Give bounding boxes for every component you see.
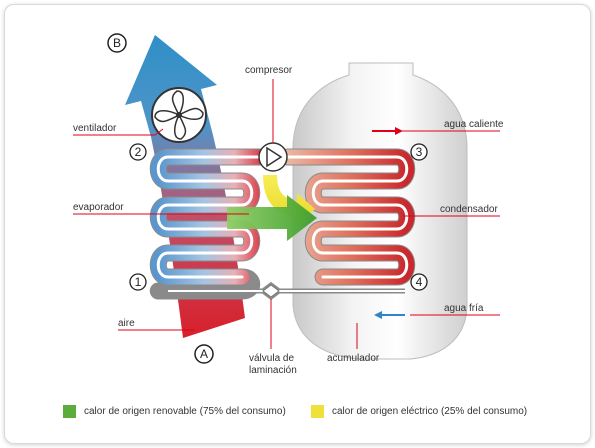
svg-text:2: 2 — [135, 145, 142, 159]
condenser-coil — [279, 148, 416, 286]
label-valvula-1: válvula de — [249, 353, 294, 364]
svg-text:3: 3 — [416, 145, 423, 159]
svg-text:1: 1 — [135, 275, 142, 289]
svg-text:4: 4 — [416, 275, 423, 289]
heat-pump-diagram: compresor ventilador evaporador aire vál… — [73, 33, 504, 376]
renewable-heat-arrow — [227, 195, 317, 241]
legend-item-renewable: calor de origen renovable (75% del consu… — [63, 405, 286, 418]
marker-3: 3 — [410, 143, 428, 161]
cold-water-arrow — [374, 311, 405, 319]
label-ventilador: ventilador — [73, 123, 117, 134]
marker-1: 1 — [129, 273, 147, 291]
label-agua-caliente: agua caliente — [444, 119, 504, 130]
label-agua-fria: agua fría — [444, 303, 484, 314]
legend: calor de origen renovable (75% del consu… — [5, 397, 590, 427]
legend-item-electric: calor de origen eléctrico (25% del consu… — [311, 405, 527, 418]
marker-2: 2 — [129, 143, 147, 161]
marker-B: B — [107, 33, 127, 53]
legend-text-renewable: calor de origen renovable (75% del consu… — [84, 406, 286, 417]
leader-lines — [73, 79, 500, 349]
fan-icon — [151, 87, 207, 143]
label-evaporador: evaporador — [73, 202, 124, 213]
svg-text:A: A — [200, 347, 208, 361]
diagram-frame: compresor ventilador evaporador aire vál… — [4, 4, 591, 444]
compressor-icon — [258, 142, 288, 172]
label-acumulador: acumulador — [327, 353, 380, 364]
expansion-valve-line — [168, 281, 405, 301]
legend-swatch-electric — [311, 405, 324, 418]
svg-text:B: B — [113, 36, 121, 50]
label-aire: aire — [118, 318, 135, 329]
label-condensador: condensador — [440, 204, 498, 215]
legend-text-electric: calor de origen eléctrico (25% del consu… — [332, 406, 528, 417]
legend-swatch-renewable — [63, 405, 76, 418]
label-valvula-2: laminación — [249, 365, 297, 376]
marker-A: A — [194, 344, 214, 364]
label-compresor: compresor — [245, 65, 293, 76]
marker-4: 4 — [410, 273, 428, 291]
